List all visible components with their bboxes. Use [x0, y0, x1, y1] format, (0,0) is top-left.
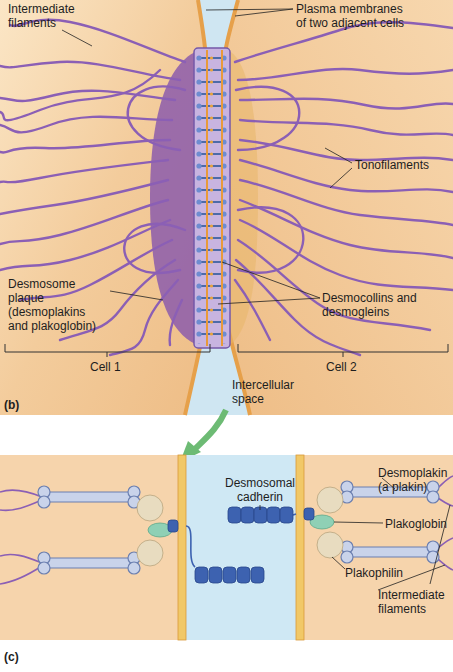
desmoplakin-bones-part: [349, 547, 431, 557]
desmosome-plaque-part: [194, 48, 230, 348]
intermediate-filaments-part: [240, 99, 453, 109]
part-label: Plasma membranes of two adjacent cells: [296, 2, 414, 30]
part-label: Cell 1: [90, 360, 121, 374]
cadherin-chains-part: [241, 507, 254, 523]
cell-regions-part: [223, 0, 453, 415]
detail-panel-part: [304, 455, 453, 640]
detail-leader-lines-part: [260, 505, 261, 510]
cadherin-chains: [168, 507, 314, 583]
cadherin-chains-part: [251, 567, 264, 583]
cadherin-chains-part: [280, 507, 293, 523]
desmosome-plaque-part: [221, 50, 223, 346]
cell-brackets-part: [238, 344, 448, 357]
intermediate-filaments-part: [0, 160, 168, 182]
cadherin-chains-part: [209, 567, 222, 583]
intermediate-filaments-part: [0, 117, 172, 133]
detail-leader-lines-part: [334, 522, 383, 523]
desmosome-plaque-part: [150, 50, 200, 346]
detail-filaments-part: [0, 490, 42, 497]
leader-lines-part: [62, 30, 92, 46]
detail-leader-lines-part: [430, 505, 450, 584]
intermediate-filaments-part: [235, 280, 270, 340]
intermediate-filaments-part: [0, 200, 168, 244]
part-label: Intermediate filaments: [8, 2, 98, 30]
intermediate-filaments-part: [240, 120, 453, 135]
leader-lines: [62, 9, 352, 304]
intermediate-filaments-part: [240, 180, 453, 225]
desmoplakin-bones-part: [128, 562, 140, 574]
detail-panel-part: [0, 455, 178, 640]
cadherin-chains-part: [223, 567, 236, 583]
cadherin-chains-part: [237, 567, 250, 583]
cadherin-chains-part: [304, 508, 314, 520]
intermediate-filaments-part: [236, 87, 299, 150]
leader-lines-part: [235, 9, 293, 16]
cell-regions: [0, 0, 453, 415]
detail-filaments-part: [0, 554, 42, 563]
zoom-arrow-part: [194, 410, 226, 450]
desmosome-plaque-part: [206, 50, 208, 346]
detail-leader-lines: [260, 478, 450, 590]
cadherin-chains-part: [168, 520, 178, 532]
part-label: Intermediate filaments: [378, 588, 453, 616]
detail-panel: [0, 455, 453, 640]
cell-brackets-part: [5, 344, 210, 357]
intermediate-filaments-part: [238, 240, 430, 330]
part-label: Plakophilin: [345, 566, 403, 580]
cadherin-chains-part: [293, 514, 296, 515]
part-label: Plakoglobin: [385, 517, 447, 531]
part-label: Intercellular space: [232, 378, 312, 406]
leader-lines-part: [206, 9, 293, 10]
detail-filaments-part: [0, 500, 42, 510]
cadherin-chains-part: [195, 567, 208, 583]
detail-panel-part: [296, 455, 304, 640]
detail-leader-lines-part: [332, 557, 345, 569]
desmoplakin-bones-part: [46, 558, 132, 568]
part-label: Desmosome plaque (desmoplakins and plako…: [8, 277, 108, 333]
plakophilin-plakoglobin-part: [137, 540, 163, 566]
detail-filaments-part: [0, 566, 42, 584]
cadherin-chains-part: [186, 526, 195, 567]
desmoplakin-bones-part: [427, 491, 439, 503]
leader-lines-part: [325, 148, 352, 163]
plakophilin-plakoglobin-part: [317, 532, 343, 558]
desmoplakin-bones-part: [46, 492, 132, 502]
intermediate-filaments-part: [128, 86, 185, 150]
panel-letter: (c): [4, 650, 19, 664]
cadherin-chains-part: [267, 507, 280, 523]
intermediate-filaments-part: [0, 140, 170, 153]
desmoplakin-bones-part: [341, 551, 353, 563]
leader-lines-part: [218, 298, 320, 304]
leader-lines-part: [222, 262, 320, 298]
leader-lines-part: [110, 291, 163, 300]
desmoplakin-bones-part: [38, 562, 50, 574]
desmosome-plaque-part: [194, 52, 230, 344]
desmoplakin-bones-part: [38, 496, 50, 508]
detail-panel-part: [178, 455, 186, 640]
plakophilin-plakoglobin-part: [137, 495, 163, 521]
plakophilin-plakoglobin-part: [317, 487, 343, 513]
part-label: Desmosomal cadherin: [215, 476, 305, 504]
intermediate-filaments-part: [110, 280, 178, 355]
leader-lines-part: [330, 168, 352, 188]
intermediate-filaments-part: [238, 207, 303, 272]
part-label: Tonofilaments: [355, 158, 429, 172]
intermediate-filaments-part: [240, 140, 453, 160]
intermediate-filaments: [0, 20, 453, 355]
intermediate-filaments-part: [0, 220, 170, 270]
part-label: Desmocollins and desmogleins: [322, 291, 417, 319]
cell-brackets: [5, 344, 448, 357]
zoom-arrow: [180, 410, 226, 462]
cell-regions-part: [0, 0, 207, 415]
part-label: Cell 2: [326, 360, 357, 374]
intermediate-filaments-part: [124, 224, 185, 273]
cadherin-chains-part: [254, 507, 267, 523]
cadherin-chains-part: [228, 507, 241, 523]
part-label: Desmoplakin (a plakin): [378, 466, 453, 494]
intermediate-filaments-part: [240, 220, 453, 290]
intermediate-filaments-part: [170, 300, 182, 345]
intermediate-filaments-part: [238, 69, 453, 80]
panel-letter: (b): [4, 398, 19, 412]
